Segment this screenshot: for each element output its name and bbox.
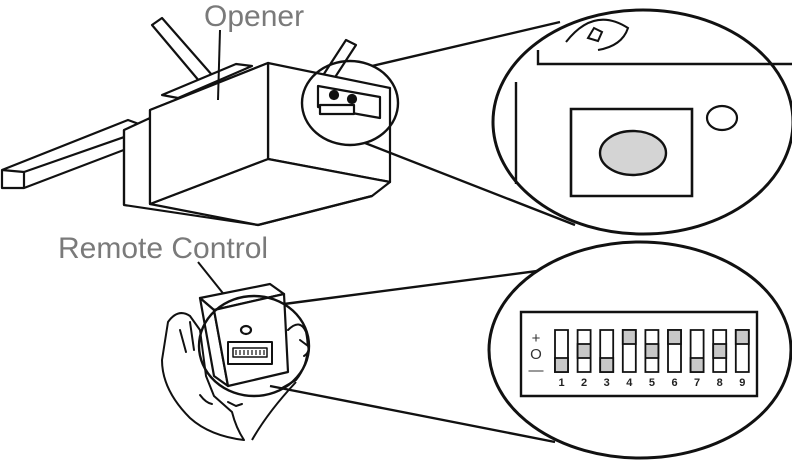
dip-switch-6: 6: [668, 330, 681, 389]
dip-switch-slider: [691, 358, 704, 372]
learn-button: [600, 131, 666, 175]
dip-switch-slider: [600, 358, 613, 372]
dip-switch-number: 4: [626, 377, 633, 389]
scale-minus: —: [529, 362, 544, 379]
opener-zoom-view: [493, 10, 792, 234]
indicator-led: [707, 106, 737, 130]
dip-switch-slider: [713, 344, 726, 358]
scale-plus: +: [532, 330, 541, 347]
dip-switch-2: 2: [578, 330, 591, 389]
scale-zero: O: [530, 346, 542, 363]
dip-switch-number: 3: [604, 377, 610, 389]
dip-switch-slider: [668, 330, 681, 344]
dip-switch-4: 4: [623, 330, 636, 389]
dip-switch-number: 6: [671, 377, 677, 389]
dip-switch-slider: [645, 344, 658, 358]
dip-switch-slider: [736, 330, 749, 344]
dip-switch-bank: 1 2 3 4 5 6 7 8 9: [555, 330, 749, 389]
opener-control-panel: [318, 86, 380, 118]
dip-switch-number: 5: [649, 377, 655, 389]
dip-switch-7: 7: [691, 330, 704, 389]
opener-zoom-ring: [302, 61, 398, 145]
remote-button: [241, 326, 251, 334]
dip-switch-number: 7: [694, 377, 700, 389]
dip-switch-zoom-view: + O — 1 2 3 4 5 6 7 8 9: [489, 242, 791, 458]
opener-arm-left: [152, 18, 212, 82]
opener-label: Opener: [204, 0, 304, 33]
dip-switch-slider: [578, 344, 591, 358]
dip-switch-3: 3: [600, 330, 613, 389]
opener-unit: [2, 18, 390, 225]
dip-switch-slider: [555, 358, 568, 372]
dip-switch-1: 1: [555, 330, 568, 389]
dip-switch-slider: [623, 330, 636, 344]
remote-zoom-ring: [199, 296, 309, 396]
opener-top-plate: [162, 64, 252, 98]
dip-switch-9: 9: [736, 330, 749, 389]
dip-switch-5: 5: [645, 330, 658, 389]
remote-control-label: Remote Control: [58, 232, 268, 265]
dip-switch-number: 9: [739, 377, 745, 389]
dip-switch-8: 8: [713, 330, 726, 389]
dip-switch-number: 2: [581, 377, 587, 389]
dip-switch-number: 1: [558, 377, 564, 389]
dip-switch-number: 8: [717, 377, 723, 389]
